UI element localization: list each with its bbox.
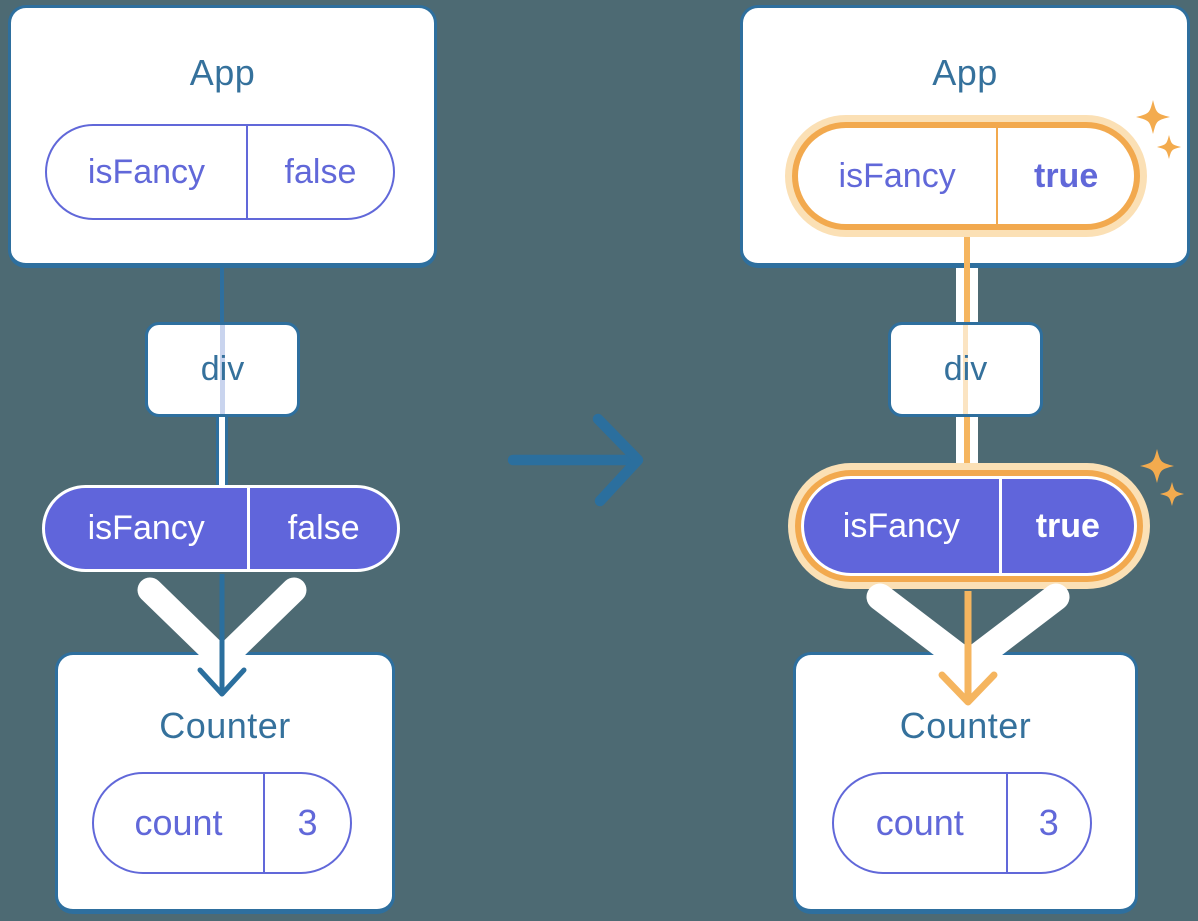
app-card-title: App [189,52,256,93]
div-box-after: div [888,322,1043,417]
down-arrow-icon [197,667,247,697]
app-card-before: App isFancy false [8,5,437,268]
prop-value-label: true [1034,156,1099,195]
down-arrow-icon [938,671,998,706]
passed-prop-pill-highlight: isFancy true [788,463,1150,589]
highlight-inner-border: isFancy true [801,476,1137,576]
passed-prop-pill-after: isFancy true [804,479,1134,573]
prop-flow-line-dim [963,325,968,414]
counter-card-before: Counter count 3 [55,652,395,914]
tree-after: App isFancy true div [740,5,1193,916]
prop-value-label: false [284,152,357,191]
sparkles-icon [1140,449,1184,506]
pill-divider [245,126,248,218]
edge-app-to-div [220,268,224,322]
prop-name-label: isFancy [87,152,206,191]
pill-divider [996,128,999,224]
prop-pipe-div-to-pill [216,417,228,487]
div-label: div [200,350,245,388]
prop-name-label: isFancy [838,156,956,195]
app-prop-pill-highlight: isFancy true [785,115,1147,237]
sparkle-large [1140,449,1174,483]
div-box-before: div [145,322,300,417]
state-value-label: 3 [297,802,318,843]
pill-divider [1005,774,1008,872]
counter-card-title: Counter [159,705,291,746]
sparkle-small [1160,482,1184,506]
highlight-ring: isFancy true [795,470,1143,582]
prop-flow-line [964,268,970,324]
sparkle-large [1136,100,1170,134]
prop-flow-line [964,230,970,268]
counter-state-pill-before: count 3 [92,772,352,874]
app-card-title: App [932,52,998,93]
pill-divider [247,488,251,569]
counter-state-pill-after: count 3 [832,772,1092,874]
sparkle-small [1157,135,1181,159]
state-name-label: count [875,802,964,843]
sparkles-icon [1136,100,1181,159]
pill-divider [262,774,265,872]
prop-pipe-div-to-pill [956,417,978,469]
prop-flow-line-dim [220,325,225,414]
prop-value-label: true [1035,506,1100,545]
tree-before: App isFancy false div isFancy false Coun… [5,5,441,916]
state-name-label: count [134,802,223,843]
counter-card-after: Counter count 3 [793,652,1138,914]
div-label: div [943,350,988,388]
app-prop-pill-before: isFancy false [45,124,395,220]
transition-arrow-head [592,413,644,507]
prop-name-label: isFancy [842,506,960,545]
pill-divider [998,479,1002,573]
prop-pipe-app-to-div [956,268,978,324]
passed-prop-pill-before: isFancy false [42,485,400,572]
prop-name-label: isFancy [87,509,205,547]
transition-arrow-icon [507,413,644,507]
pass-down-arrow-group-after [866,583,1070,706]
prop-value-label: false [287,509,360,547]
pass-down-arrow-group-before [137,574,307,697]
app-prop-pill-after: isFancy true [798,128,1134,224]
state-value-label: 3 [1038,802,1059,843]
counter-card-title: Counter [899,705,1032,746]
highlight-ring: isFancy true [792,122,1140,230]
prop-flow-line [964,417,970,469]
